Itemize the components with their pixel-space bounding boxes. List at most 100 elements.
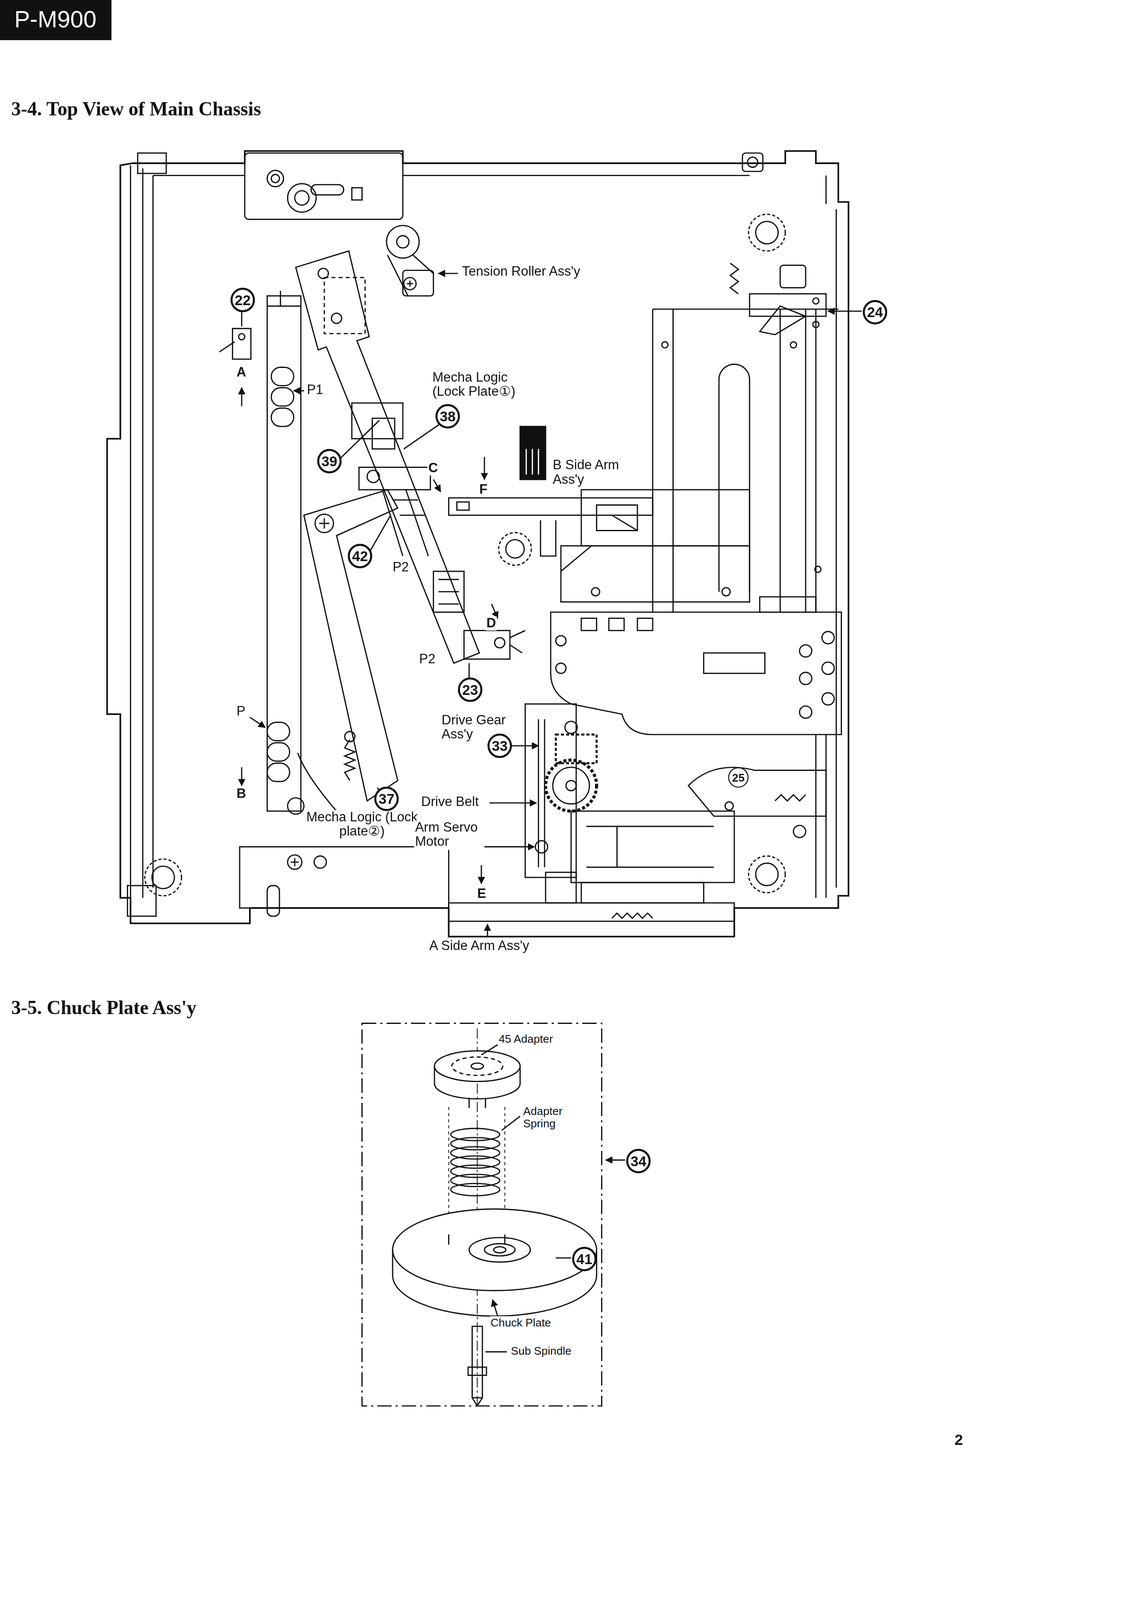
part-name: Drive Belt (420, 794, 480, 810)
callout-number: 25 (728, 766, 749, 788)
bottom-block-part (313, 855, 327, 869)
callout-number: 33 (487, 733, 512, 758)
left-slider (219, 290, 304, 814)
chuck-plate-drawing-part (468, 1366, 487, 1375)
point-name: P (235, 703, 247, 719)
callout-number: 37 (374, 786, 399, 811)
chuck-plate-drawing-part (451, 1056, 503, 1075)
pcb-plate-part (821, 692, 835, 705)
drive-assembly-part (535, 840, 548, 853)
chuck-plate-drawing-part (481, 1044, 498, 1055)
lock-plate-2-part (315, 513, 334, 533)
tension-roller-part (396, 235, 410, 248)
switch-24-part (749, 293, 827, 317)
drive-assembly-part (555, 734, 597, 763)
bottom-block-part (287, 854, 302, 869)
gears (144, 214, 786, 896)
callout-number: 22 (230, 287, 256, 312)
tension-roller-part (403, 277, 417, 290)
chuck-plate-drawing-part (485, 1350, 507, 1352)
chuck-plate-drawing-part (492, 1299, 498, 1316)
part-name: Adapter Spring (522, 1104, 584, 1130)
direction-letter: E (476, 886, 487, 901)
lock-plate-1-part (494, 637, 505, 648)
drive-assembly-part (552, 766, 590, 804)
b-side-arm-part (591, 587, 600, 596)
model-name: P-M900 (14, 5, 97, 34)
b-side-rails-part (652, 308, 839, 612)
drive-assembly-part (565, 721, 578, 734)
left-slider-part (238, 333, 245, 340)
pcb-plate-part (550, 611, 842, 734)
chassis-outline-part (137, 152, 167, 174)
lock-plate-1-part (433, 479, 441, 492)
lock-plate-1-part (331, 313, 342, 324)
direction-letter: A (235, 365, 247, 380)
pcb-plate-part (821, 631, 835, 644)
page-number: 2 (953, 1431, 965, 1448)
top-roller-block (244, 152, 763, 220)
chuck-plate-drawing-part (493, 1246, 506, 1253)
lock-plate-2-part (297, 752, 337, 811)
direction-letter: C (427, 460, 439, 476)
top-roller-block-part (747, 157, 758, 168)
top-roller-block-part (294, 190, 309, 205)
chuck-plate-drawing-part (472, 1397, 483, 1406)
top-roller-block-part (351, 187, 363, 200)
bottom-block-part (239, 846, 449, 908)
pcb-plate-part (799, 705, 813, 719)
gears-part (755, 221, 779, 244)
left-slider-part (266, 295, 301, 811)
lock-plate-1-part (366, 470, 380, 483)
callout-text: 22 (234, 291, 251, 308)
tension-roller-part (407, 280, 414, 287)
lock-plate-1-part (318, 268, 329, 279)
drive-assembly-part (586, 826, 714, 867)
callout-number: 34 (626, 1148, 651, 1173)
pcb-plate-part (555, 635, 566, 646)
tension-roller-part (438, 272, 458, 274)
section-heading: 3-5. Chuck Plate Ass'y (10, 997, 198, 1019)
b-side-arm (448, 426, 816, 613)
bottom-block (239, 846, 482, 916)
chuck-plate-drawing-part (484, 1243, 516, 1256)
direction-letter: B (235, 786, 247, 801)
drive-assembly-part (538, 718, 545, 867)
drive-assembly-part (489, 801, 537, 804)
pcb-plate (550, 611, 842, 898)
callout-text: 37 (378, 790, 395, 807)
lock-plate-1-part (433, 571, 465, 612)
callout-number: 41 (571, 1246, 597, 1271)
top-roller-block-part (271, 174, 280, 183)
lock-plate-1 (295, 250, 525, 678)
chuck-plate-drawing-part (555, 1256, 572, 1259)
direction-letter: D (485, 615, 497, 631)
left-slider-part (266, 290, 301, 306)
lock-plate-1-part (372, 418, 395, 449)
chuck-plate-drawing-part (362, 1023, 602, 1406)
callout-text: 41 (576, 1250, 593, 1267)
part-name: Chuck Plate (489, 1315, 552, 1329)
chuck-plate-drawing-part (434, 1065, 521, 1099)
drive-assembly-part (724, 801, 734, 810)
b-side-arm-part (540, 520, 592, 572)
chuck-plate-drawing-part (469, 1237, 531, 1262)
part-name: A Side Arm Ass'y (428, 938, 531, 953)
lock-plate-1-part (358, 466, 431, 490)
tension-roller-part (402, 270, 434, 297)
bottom-block-part (290, 857, 299, 866)
drive-assembly-part (566, 780, 577, 791)
drive-assembly-part (774, 794, 806, 801)
drive-assembly-part (525, 703, 577, 877)
lock-plate-2-part (319, 518, 330, 529)
part-name: Mecha Logic (Lock plate②) (303, 809, 420, 839)
lock-plate-2-part (370, 515, 391, 552)
part-name: Sub Spindle (510, 1344, 573, 1357)
b-side-arm-part (581, 489, 750, 546)
callout-text: 23 (462, 681, 479, 698)
callout-text: 42 (351, 547, 368, 564)
left-slider-part (266, 762, 290, 782)
drive-assembly-part (571, 810, 735, 883)
part-name: 45 Adapter (497, 1032, 555, 1045)
